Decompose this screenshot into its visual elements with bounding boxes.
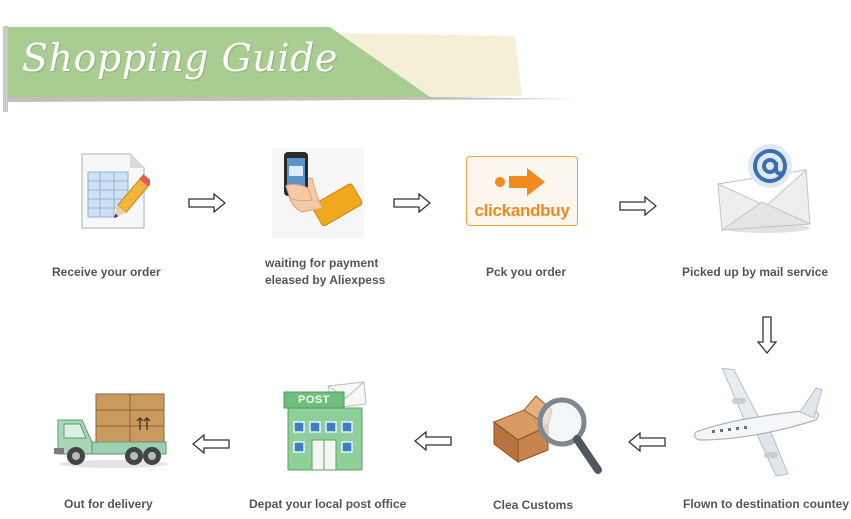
header-banner	[3, 26, 575, 112]
orange-arrow-icon	[495, 168, 545, 196]
step-label: waiting for payment eleased by Aliexpess	[265, 255, 385, 289]
step-label: Receive your order	[52, 265, 161, 279]
step-label: Picked up by mail service	[682, 265, 829, 279]
arrow-down-icon	[757, 316, 777, 354]
box-magnifier-icon	[492, 395, 602, 474]
page-title: Shopping Guide	[22, 36, 338, 80]
spreadsheet-pencil-icon	[81, 153, 150, 229]
step-label: Out for delivery	[64, 497, 153, 511]
arrow-right-icon	[188, 193, 226, 213]
clickandbuy-text: clickandbuy	[474, 201, 570, 220]
step-label: Pck you order	[486, 265, 567, 279]
step-label: Flown to destination countey	[683, 497, 849, 511]
step-label-line: waiting for payment	[265, 256, 379, 270]
arrow-left-icon	[414, 431, 452, 451]
step-label: Depat your local post office	[249, 497, 407, 511]
arrow-right-icon	[393, 193, 431, 213]
arrow-left-icon	[192, 434, 230, 454]
airplane-icon	[694, 368, 823, 477]
arrow-right-icon	[619, 196, 657, 216]
clickandbuy-logo-icon: clickandbuy	[466, 156, 578, 226]
envelope-at-icon	[716, 144, 811, 233]
arrow-left-icon	[628, 432, 666, 452]
post-office-icon: POST	[280, 380, 370, 472]
step-label: Clea Customs	[493, 498, 574, 512]
post-sign-text: POST	[298, 394, 330, 406]
phone-card-icon	[272, 148, 364, 238]
step-label-line: eleased by Aliexpess	[265, 273, 386, 287]
post-office-building	[283, 381, 367, 471]
delivery-truck-icon	[54, 393, 168, 468]
